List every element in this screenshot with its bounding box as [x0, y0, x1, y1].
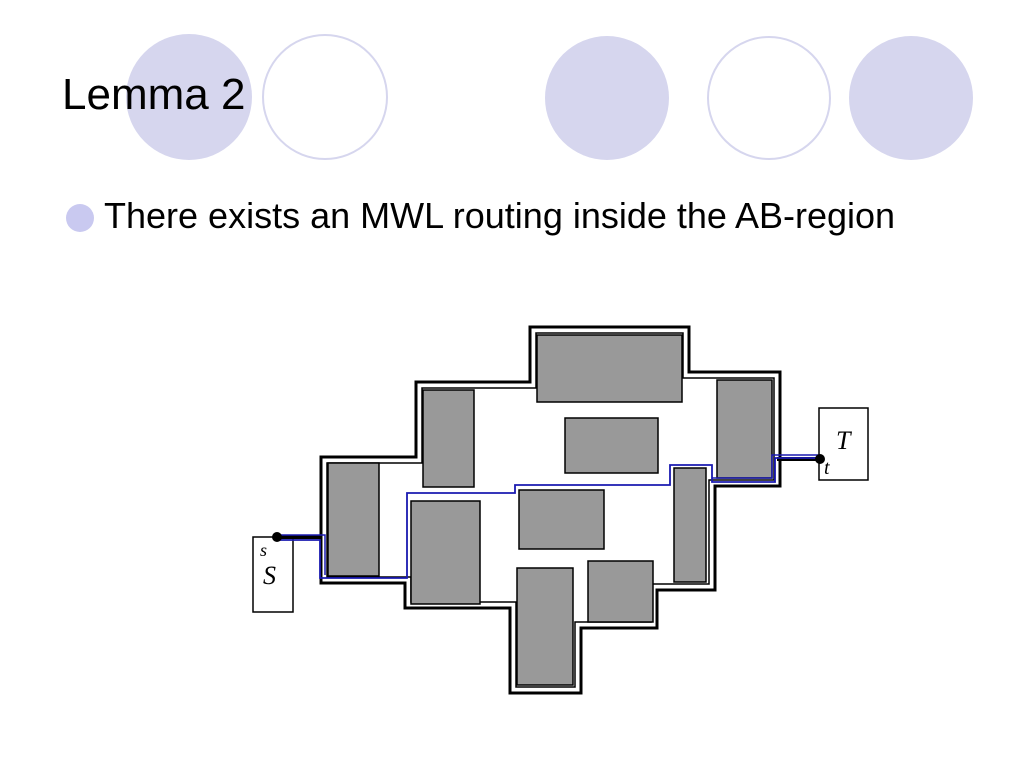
decor-circle-4 — [707, 36, 831, 160]
obstacle-block — [673, 467, 707, 583]
obstacle-block — [410, 500, 481, 605]
obstacle-block — [422, 389, 475, 488]
target-pin-dot — [815, 454, 825, 464]
source-pin-dot — [272, 532, 282, 542]
slide-title: Lemma 2 — [62, 70, 246, 119]
ab-region-outer-border — [319, 325, 782, 695]
obstacle-block — [327, 462, 380, 577]
decor-circle-5 — [849, 36, 973, 160]
bullet-text: There exists an MWL routing inside the A… — [104, 195, 896, 236]
decor-circle-3 — [545, 36, 669, 160]
obstacle-block — [564, 417, 659, 474]
obstacle-block — [518, 489, 605, 550]
target-box — [818, 407, 869, 481]
obstacle-block — [716, 379, 773, 479]
obstacle-block — [516, 567, 574, 686]
decor-circle-1 — [126, 34, 252, 160]
mwl-route — [277, 457, 820, 579]
mwl-route-parallel — [277, 534, 326, 575]
decor-circle-2 — [262, 34, 388, 160]
mwl-route-parallel — [712, 454, 820, 479]
obstacle-block — [536, 334, 683, 403]
bullet-dot-icon — [66, 204, 94, 232]
obstacle-block — [587, 560, 654, 623]
source-box-label: S — [263, 561, 276, 590]
target-box-label: T — [836, 426, 852, 455]
source-box — [252, 536, 294, 613]
target-pin-label: t — [824, 457, 830, 479]
source-pin-label: s — [260, 540, 267, 560]
